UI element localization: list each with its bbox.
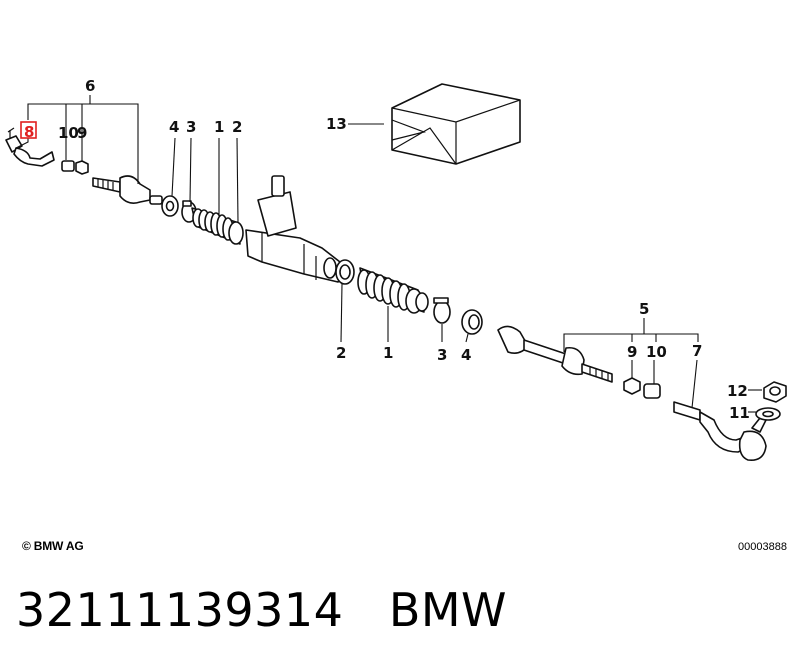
- callout-6-top: 6: [85, 77, 95, 95]
- axial-joint-left[interactable]: [92, 175, 163, 205]
- callout-9-left: 9: [77, 124, 87, 142]
- repair-kit-box[interactable]: [391, 83, 521, 165]
- parts-diagram: 6 10 9 8 4 3 1 2 13 2 1 3 4 5 9 10 7 12 …: [5, 77, 787, 462]
- callout-1-top: 1: [214, 118, 224, 136]
- callout-3-top: 3: [186, 118, 196, 136]
- callout-1-bottom: 1: [383, 344, 393, 362]
- callout-8-left[interactable]: 8: [24, 123, 34, 141]
- callout-10-left: 10: [58, 124, 79, 142]
- tie-rod-left[interactable]: [5, 127, 55, 167]
- nut-left[interactable]: [75, 160, 89, 175]
- washer[interactable]: [755, 407, 781, 421]
- sleeve-left[interactable]: [61, 160, 75, 172]
- callout-4-top: 4: [169, 118, 179, 136]
- bellows-left[interactable]: [191, 207, 244, 245]
- nut-right[interactable]: [623, 377, 641, 395]
- highlight-box: [20, 121, 37, 139]
- diagram-number: 00003888: [738, 541, 787, 553]
- callout-11: 11: [729, 404, 750, 422]
- callout-13: 13: [326, 115, 347, 133]
- tie-rod-right[interactable]: [673, 401, 767, 462]
- leader-lines: [15, 95, 762, 413]
- ring-left[interactable]: [161, 195, 179, 217]
- axial-joint-right[interactable]: [497, 325, 613, 383]
- sleeve-right[interactable]: [643, 383, 661, 399]
- clamp-right-small[interactable]: [433, 297, 451, 324]
- callout-7: 7: [692, 342, 702, 360]
- callout-2-top: 2: [232, 118, 242, 136]
- bellows-right[interactable]: [357, 267, 429, 314]
- steering-rack-housing[interactable]: [245, 175, 347, 283]
- ring-right[interactable]: [461, 309, 483, 335]
- callout-12: 12: [727, 382, 748, 400]
- callout-9-right: 9: [627, 343, 637, 361]
- self-locking-nut[interactable]: [763, 381, 787, 403]
- clamp-right[interactable]: [335, 259, 355, 285]
- callout-2-bottom: 2: [336, 344, 346, 362]
- callout-5: 5: [639, 300, 649, 318]
- part-caption: 32111139314 BMW: [16, 583, 507, 637]
- callout-10-right: 10: [646, 343, 667, 361]
- copyright-notice: © BMW AG: [22, 539, 84, 553]
- callout-4-bottom: 4: [461, 346, 471, 364]
- brand-name: BMW: [388, 583, 508, 637]
- callout-3-bottom: 3: [437, 346, 447, 364]
- part-number: 32111139314: [16, 583, 344, 637]
